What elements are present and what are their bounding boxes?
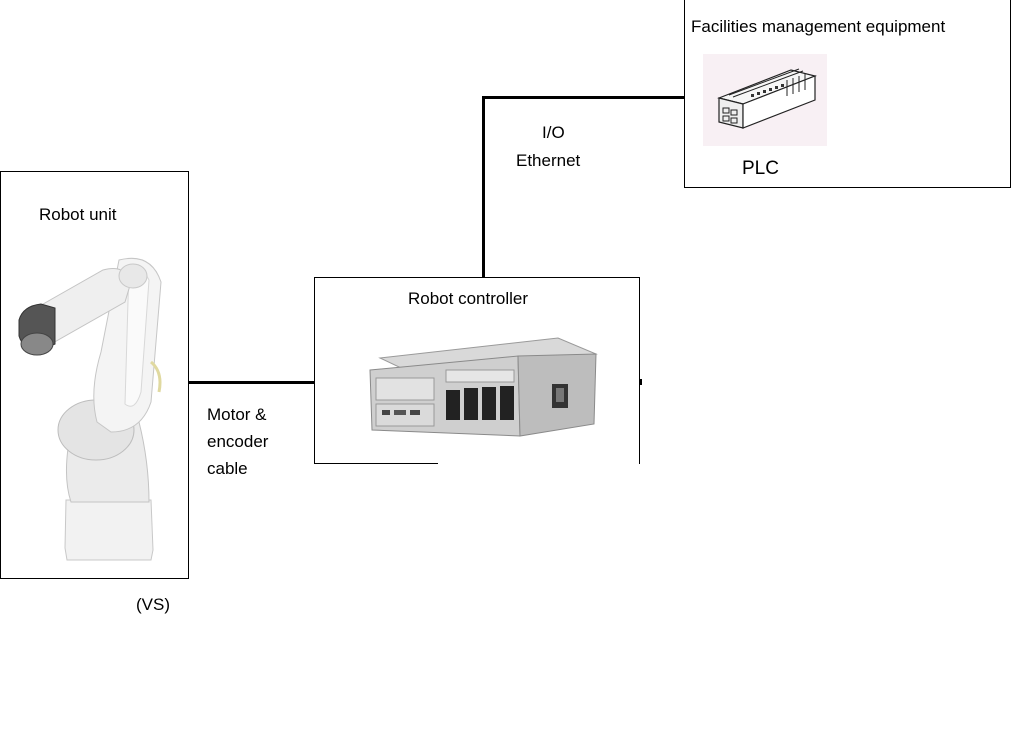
robot-model-label: (VS) [136, 595, 170, 614]
motor-label-line3: cable [207, 459, 248, 478]
robot-unit-title: Robot unit [39, 205, 117, 224]
plc-label: PLC [742, 158, 779, 179]
io-label: I/O [542, 123, 565, 142]
controller-right-stub [639, 379, 642, 385]
robot-unit-box: Robot unit [0, 171, 189, 579]
motor-encoder-cable-line [189, 381, 315, 384]
motor-label-line1: Motor & [207, 405, 267, 424]
controller-box: Robot controller [314, 277, 640, 464]
controller-box-bottom-edge [314, 463, 438, 464]
controller-title: Robot controller [408, 289, 529, 308]
motor-label-line2: encoder [207, 432, 269, 451]
io-ethernet-line-vertical [482, 96, 485, 277]
plc-icon [703, 54, 827, 146]
robot-arm-icon [18, 257, 162, 561]
controller-unit-icon [369, 337, 598, 437]
ethernet-label: Ethernet [516, 151, 581, 170]
io-ethernet-line-horizontal [482, 96, 684, 99]
facilities-title: Facilities management equipment [691, 17, 946, 36]
facilities-box: Facilities management equipment PLC [684, 0, 1011, 188]
